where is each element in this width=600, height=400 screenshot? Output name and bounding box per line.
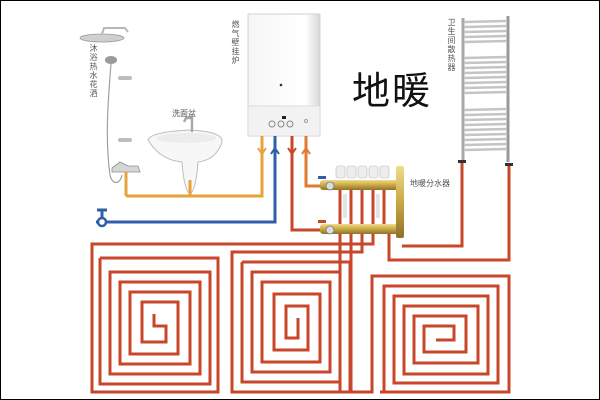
boiler-label: 燃气壁挂炉 — [231, 20, 240, 65]
heating-return-pipe — [304, 152, 320, 188]
washbasin-label: 洗面盆 — [172, 109, 196, 118]
diagram-title: 地暖 — [352, 69, 433, 113]
manifold-label: 地暖分水器 — [410, 179, 450, 188]
radiator-label: 卫生间散热器 — [447, 18, 456, 72]
shower-fixture — [79, 27, 141, 196]
heating-supply-pipe — [290, 152, 320, 232]
gas-boiler — [247, 13, 321, 137]
boiler-pipe-arrows — [257, 136, 311, 156]
hot-water-pipe — [126, 150, 264, 198]
bathroom-radiator — [458, 16, 513, 166]
floor-heating-manifold — [318, 165, 404, 238]
radiator-return-pipe — [402, 163, 464, 248]
shower-label: 沐浴热水花洒 — [89, 44, 98, 98]
cold-water-valve-icon — [96, 208, 108, 228]
radiator-supply-pipe — [387, 166, 511, 262]
cold-water-pipe — [96, 150, 277, 224]
washbasin-fixture — [147, 116, 223, 196]
floor-heating-loops — [90, 234, 511, 394]
